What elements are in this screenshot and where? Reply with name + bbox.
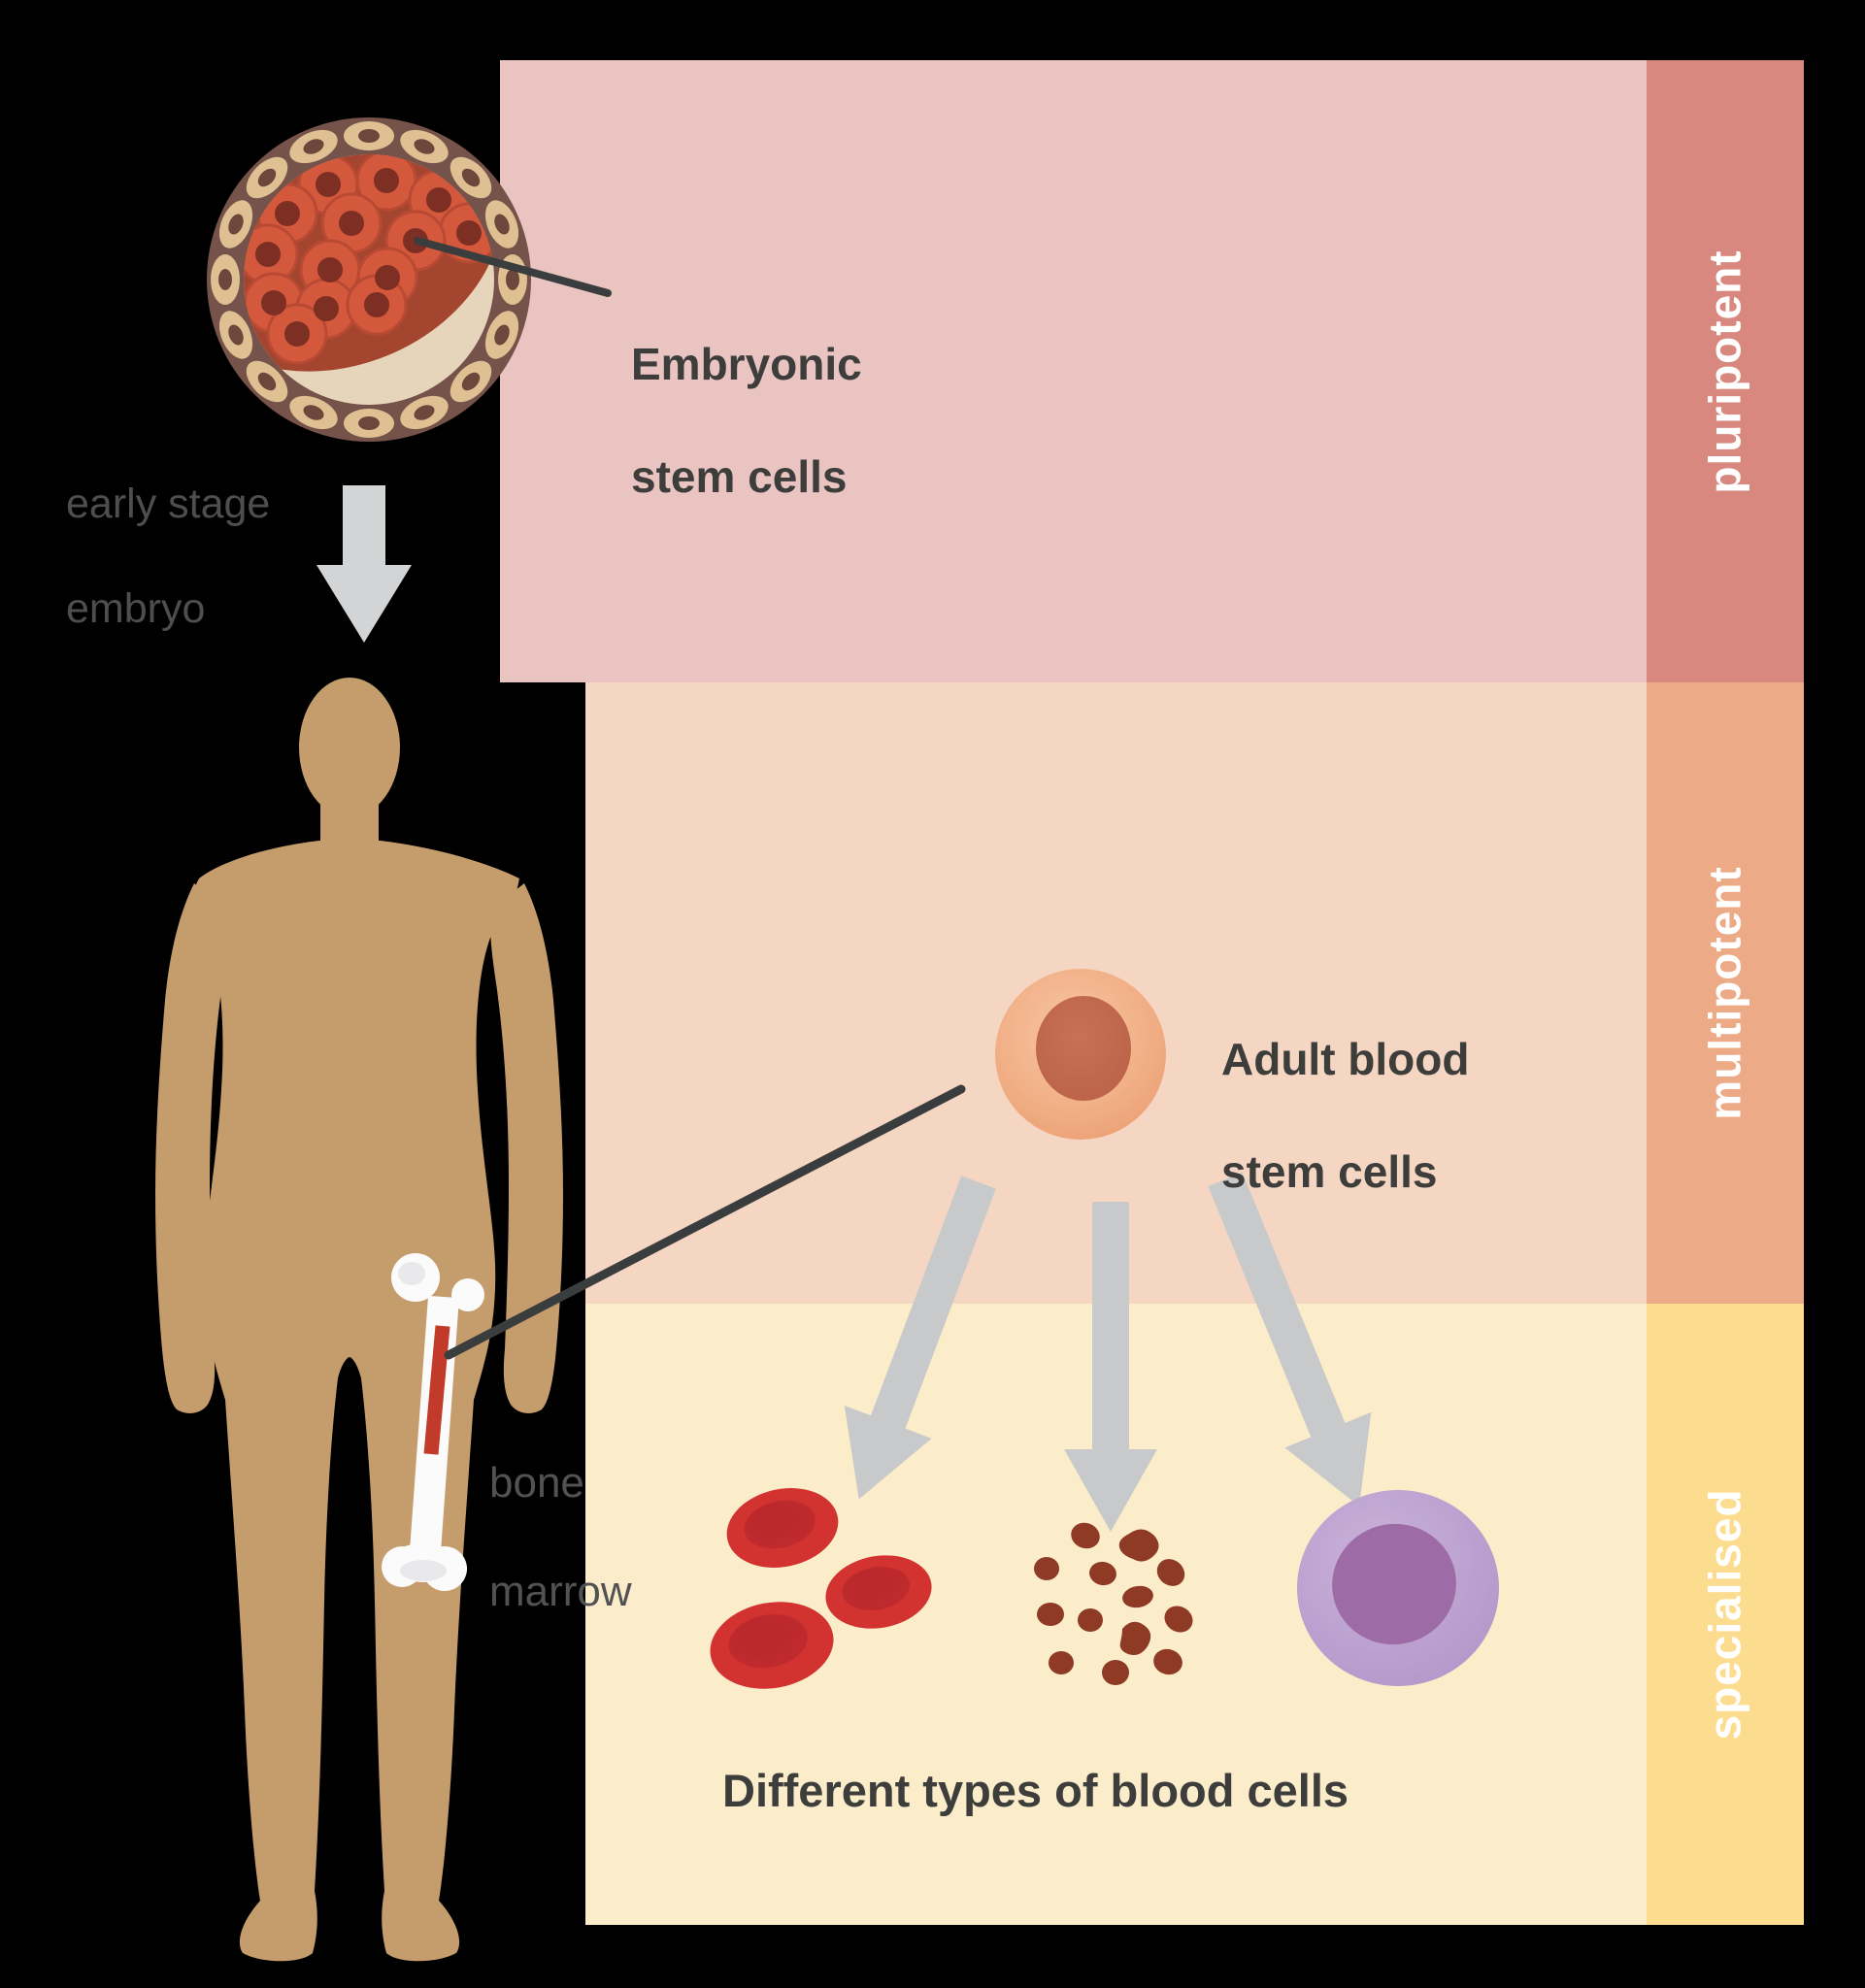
platelets: [1034, 1522, 1193, 1685]
adult-blood-label-line1: Adult blood: [1221, 1034, 1470, 1084]
early-stage-embryo-label: early stage embryo: [66, 425, 270, 687]
left-arm: [155, 883, 228, 1413]
right-arm: [490, 883, 563, 1413]
pluripotent-strip-label: pluripotent: [1700, 248, 1750, 494]
bone-marrow-label-line2: marrow: [489, 1568, 632, 1615]
differentiation-arrows: [844, 1172, 1372, 1532]
adult-blood-label-line2: stem cells: [1221, 1146, 1438, 1197]
embryonic-label-line2: stem cells: [631, 451, 848, 502]
specialised-strip-label-box: specialised: [1647, 1304, 1804, 1925]
human-body-silhouette: [155, 678, 563, 1962]
white-blood-cell: [1297, 1490, 1499, 1686]
arrow-to-red-blood-cells: [844, 1176, 996, 1500]
early-stage-label-line2: embryo: [66, 585, 206, 632]
bone-marrow-label: bone marrow: [489, 1402, 632, 1673]
embryo-to-body-arrow: [316, 485, 412, 643]
bone-marrow-pointer-line: [444, 1084, 966, 1360]
embryonic-pointer-line: [414, 237, 612, 297]
early-stage-label-line1: early stage: [66, 480, 271, 527]
femur-bone: [382, 1253, 484, 1591]
embryonic-label-line1: Embryonic: [631, 339, 862, 389]
early-stage-embryo-illustration: [207, 117, 612, 442]
pluripotent-strip-label-box: pluripotent: [1647, 60, 1804, 682]
multipotent-strip-label-box: multipotent: [1647, 682, 1804, 1304]
different-types-caption: Different types of blood cells: [722, 1765, 1349, 1816]
red-blood-cells: [710, 1488, 932, 1689]
multipotent-strip-label: multipotent: [1700, 866, 1750, 1120]
multipotent-strip: [1647, 682, 1804, 1304]
embryo-ring-cells: [211, 121, 527, 438]
adult-blood-stem-cells-label: Adult blood stem cells: [1221, 975, 1469, 1256]
arrow-to-platelets: [1064, 1202, 1157, 1532]
bone-marrow-label-line1: bone: [489, 1459, 584, 1507]
pluripotent-strip: [1647, 60, 1804, 682]
arrow-to-white-blood-cell: [1208, 1172, 1372, 1507]
specialised-strip-label: specialised: [1700, 1488, 1751, 1740]
adult-blood-stem-cell-illustration: [995, 969, 1166, 1140]
bone-marrow-red-stripe: [423, 1325, 450, 1455]
specialised-strip: [1647, 1304, 1804, 1925]
pluripotent-band: [500, 60, 1647, 682]
embryonic-stem-cells-label: Embryonic stem cells: [631, 280, 862, 561]
